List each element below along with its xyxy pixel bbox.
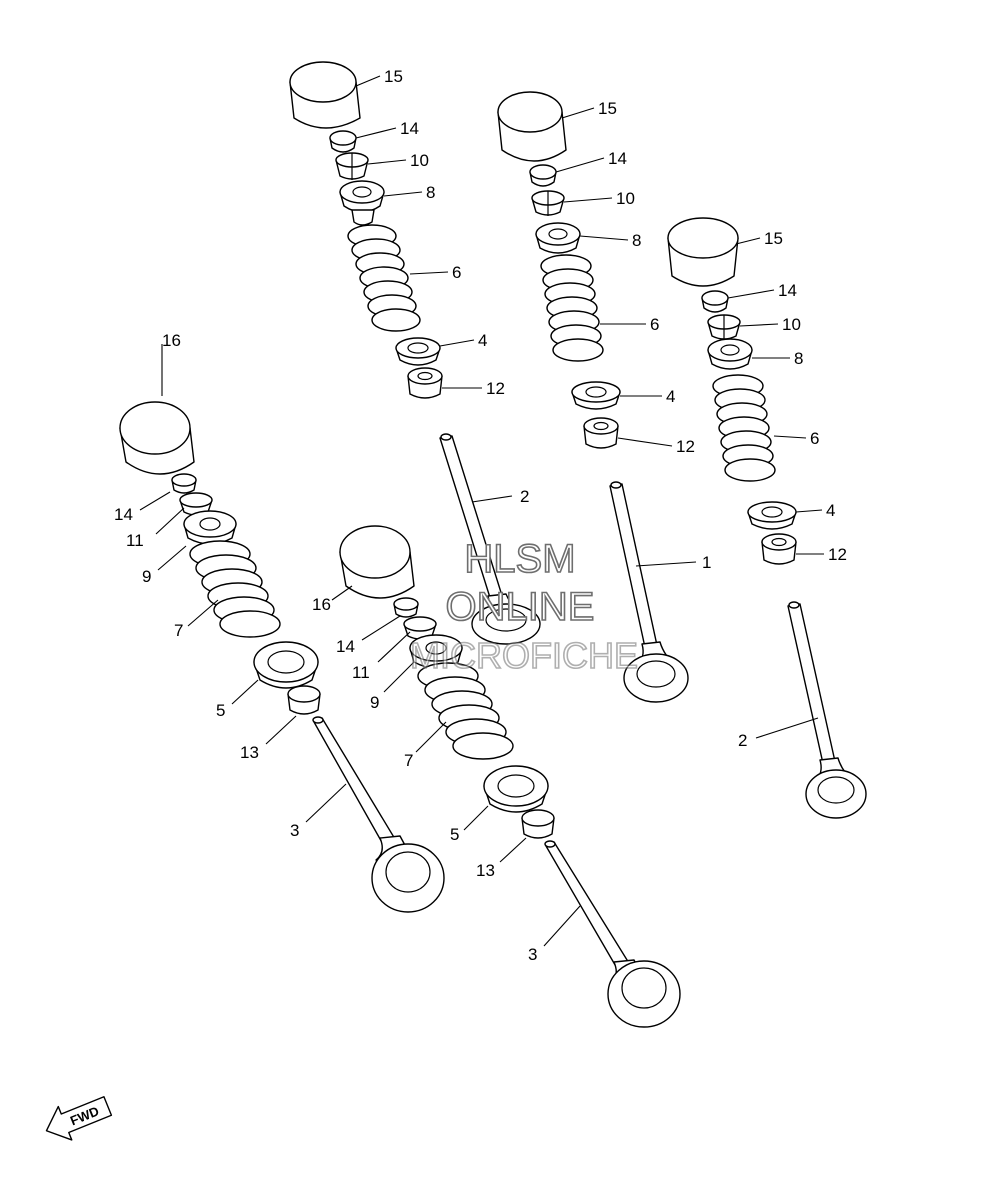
intake-assembly-a bbox=[289, 61, 482, 399]
callout-label: 7 bbox=[404, 751, 413, 770]
callout-label: 14 bbox=[400, 119, 419, 138]
callout-label: 15 bbox=[384, 67, 403, 86]
exhaust-assembly-b bbox=[331, 525, 681, 1028]
callout-label: 2 bbox=[520, 487, 529, 506]
callout-label: 1 bbox=[702, 553, 711, 572]
callout-label: 15 bbox=[764, 229, 783, 248]
valve-spring-a bbox=[347, 224, 421, 332]
callout-label: 5 bbox=[216, 701, 225, 720]
callout-label: 14 bbox=[778, 281, 797, 300]
valve-lifter-c bbox=[667, 217, 739, 287]
callout-label: 8 bbox=[794, 349, 803, 368]
forward-direction-arrow: FWD bbox=[45, 1096, 113, 1141]
callout-label: 10 bbox=[616, 189, 635, 208]
spring-seat-b bbox=[571, 381, 621, 410]
callout-label: 14 bbox=[336, 637, 355, 656]
spring-seat-c bbox=[747, 501, 797, 530]
valve-spring-c bbox=[712, 374, 776, 482]
intake-valve-center bbox=[439, 433, 541, 645]
leader-2b bbox=[755, 717, 819, 739]
watermark-line-3: MICROFICHE bbox=[410, 635, 638, 676]
callout-label: 12 bbox=[486, 379, 505, 398]
callout-label: 9 bbox=[370, 693, 379, 712]
spring-seat-d bbox=[253, 641, 319, 689]
valve-pad-d bbox=[171, 473, 197, 494]
stem-seal-b bbox=[583, 417, 619, 449]
leader-1a bbox=[635, 561, 697, 567]
callout-label: 7 bbox=[174, 621, 183, 640]
stem-seal-d bbox=[287, 685, 321, 715]
stem-seal-e bbox=[521, 809, 555, 839]
callout-label: 16 bbox=[162, 331, 181, 350]
spring-retainer-b bbox=[535, 222, 581, 254]
valve-lifter-b bbox=[497, 91, 567, 162]
valve-spring-b bbox=[540, 254, 604, 362]
callout-label: 6 bbox=[650, 315, 659, 334]
valve-cotter-b bbox=[531, 190, 565, 216]
valve-cotter-a bbox=[335, 152, 369, 180]
watermark: HLSM ONLINE MICROFICHE bbox=[409, 536, 639, 677]
callout-label: 10 bbox=[410, 151, 429, 170]
valve-pad-b bbox=[529, 164, 557, 187]
callout-label: 6 bbox=[452, 263, 461, 282]
spring-seat-a bbox=[395, 337, 441, 366]
spring-seat-e bbox=[483, 765, 549, 813]
valve-spring-d bbox=[189, 540, 281, 638]
callout-label: 15 bbox=[598, 99, 617, 118]
stem-seal-a bbox=[407, 367, 443, 399]
watermark-line-2: ONLINE bbox=[446, 585, 595, 629]
callout-label: 2 bbox=[738, 731, 747, 750]
intake-assembly-b bbox=[497, 91, 673, 449]
callout-label: 5 bbox=[450, 825, 459, 844]
spring-retainer-d bbox=[183, 510, 237, 545]
spring-retainer-a bbox=[339, 180, 385, 226]
exhaust-assembly-a bbox=[119, 344, 445, 913]
callout-label: 10 bbox=[782, 315, 801, 334]
callout-label: 3 bbox=[290, 821, 299, 840]
callout-label: 3 bbox=[528, 945, 537, 964]
valve-pad-a bbox=[329, 130, 357, 153]
stem-seal-c bbox=[761, 533, 797, 565]
intake-valve-right bbox=[787, 601, 867, 819]
callout-label: 4 bbox=[826, 501, 835, 520]
callout-label: 8 bbox=[426, 183, 435, 202]
callout-label: 12 bbox=[676, 437, 695, 456]
callout-label: 4 bbox=[666, 387, 675, 406]
leader-2a bbox=[471, 495, 513, 503]
intake-assembly-c bbox=[667, 217, 824, 565]
callout-label: 13 bbox=[476, 861, 495, 880]
callout-label: 4 bbox=[478, 331, 487, 350]
callout-label: 11 bbox=[126, 531, 144, 550]
callout-label: 14 bbox=[114, 505, 133, 524]
watermark-line-1: HLSM bbox=[464, 537, 575, 581]
valve-spring-e bbox=[417, 662, 514, 760]
callout-label: 8 bbox=[632, 231, 641, 250]
intake-valve-right-center bbox=[609, 481, 689, 703]
valve-cotter-c bbox=[707, 314, 741, 340]
valve-lifter-d bbox=[119, 401, 195, 475]
spring-retainer-c bbox=[707, 338, 753, 370]
callout-label: 6 bbox=[810, 429, 819, 448]
valve-pad-c bbox=[701, 290, 729, 313]
callout-labels: 15 14 10 8 6 4 12 15 14 10 8 6 4 12 15 1… bbox=[114, 67, 847, 964]
exhaust-valve-b bbox=[544, 840, 681, 1028]
callout-label: 12 bbox=[828, 545, 847, 564]
callout-label: 11 bbox=[352, 663, 370, 682]
callout-label: 9 bbox=[142, 567, 151, 586]
callout-label: 13 bbox=[240, 743, 259, 762]
valve-lifter-a bbox=[289, 61, 361, 129]
exhaust-valve-a bbox=[312, 716, 445, 913]
valve-lifter-e bbox=[339, 525, 415, 599]
valve-pad-e bbox=[393, 597, 419, 618]
callout-label: 14 bbox=[608, 149, 627, 168]
callout-label: 16 bbox=[312, 595, 331, 614]
arrow-icon bbox=[45, 1096, 113, 1141]
